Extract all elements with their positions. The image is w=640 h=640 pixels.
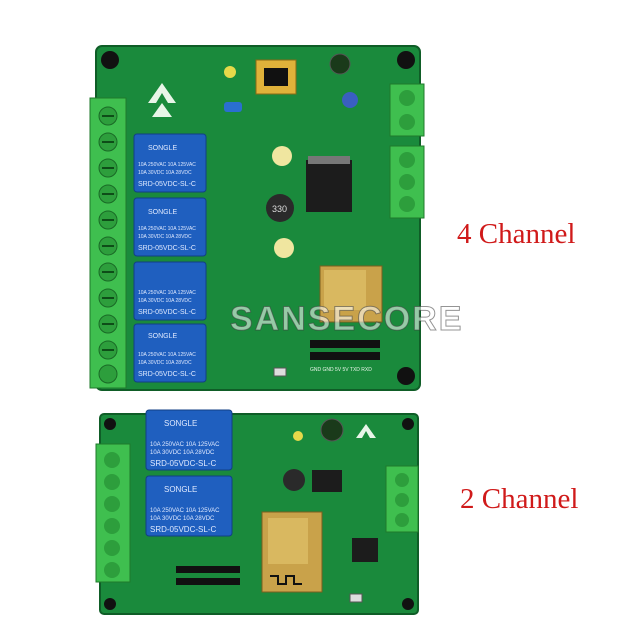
mount-hole bbox=[397, 51, 415, 69]
relay-2ch-2: SONGLE 10A 250VAC 10A 125VAC 10A 30VDC 1… bbox=[145, 475, 233, 537]
svg-text:10A 250VAC 10A 125VAC: 10A 250VAC 10A 125VAC bbox=[138, 352, 196, 358]
svg-text:SONGLE: SONGLE bbox=[164, 419, 197, 428]
caption-four-channel: 4 Channel bbox=[457, 218, 576, 250]
svg-text:SRD-05VDC-SL-C: SRD-05VDC-SL-C bbox=[138, 181, 196, 188]
relay-2ch-1: SONGLE 10A 250VAC 10A 125VAC 10A 30VDC 1… bbox=[145, 409, 233, 471]
svg-text:GND GND 5V 5V TXD RXD: GND GND 5V 5V TXD RXD bbox=[310, 367, 372, 373]
right-terminal-blocks bbox=[389, 83, 425, 219]
left-terminal-blocks-2ch bbox=[95, 443, 131, 583]
svg-text:10A 30VDC 10A 28VDC: 10A 30VDC 10A 28VDC bbox=[138, 170, 192, 176]
svg-text:10A 250VAC 10A 125VAC: 10A 250VAC 10A 125VAC bbox=[138, 290, 196, 296]
pcb-logo-icon bbox=[148, 83, 176, 117]
button-2ch bbox=[349, 593, 363, 603]
relay-4: SONGLE 10A 250VAC 10A 125VAC 10A 30VDC 1… bbox=[133, 323, 207, 383]
svg-text:SONGLE: SONGLE bbox=[148, 333, 178, 340]
capacitor-blue bbox=[342, 92, 358, 108]
relay-brand: SONGLE bbox=[148, 145, 178, 152]
regulator bbox=[306, 160, 352, 212]
inductor-2ch bbox=[283, 469, 305, 491]
relay-1: SONGLE 10A 250VAC 10A 125VAC 10A 30VDC 1… bbox=[133, 133, 207, 193]
svg-text:SRD-05VDC-SL-C: SRD-05VDC-SL-C bbox=[150, 525, 216, 534]
svg-text:10A 250VAC 10A 125VAC: 10A 250VAC 10A 125VAC bbox=[138, 162, 196, 168]
button bbox=[273, 367, 287, 377]
svg-text:10A 30VDC 10A 28VDC: 10A 30VDC 10A 28VDC bbox=[138, 298, 192, 304]
capacitor-2ch bbox=[320, 418, 344, 442]
pcb-logo-2ch-icon bbox=[356, 424, 376, 438]
four-channel-board-image: SONGLE 10A 250VAC 10A 125VAC 10A 30VDC 1… bbox=[89, 45, 425, 391]
svg-text:SONGLE: SONGLE bbox=[164, 485, 197, 494]
caption-two-channel: 2 Channel bbox=[460, 483, 579, 515]
inductor bbox=[266, 194, 294, 222]
watermark: SANSECORE bbox=[229, 300, 464, 339]
svg-text:10A 250VAC 10A 125VAC: 10A 250VAC 10A 125VAC bbox=[150, 442, 220, 448]
two-channel-board-image: SONGLE 10A 250VAC 10A 125VAC 10A 30VDC 1… bbox=[95, 409, 419, 615]
svg-text:10A 30VDC 10A 28VDC: 10A 30VDC 10A 28VDC bbox=[150, 450, 215, 456]
svg-text:10A 30VDC 10A 28VDC: 10A 30VDC 10A 28VDC bbox=[138, 360, 192, 366]
mount-hole bbox=[397, 367, 415, 385]
mount-hole bbox=[101, 51, 119, 69]
svg-text:SRD-05VDC-SL-C: SRD-05VDC-SL-C bbox=[150, 459, 216, 468]
capacitor bbox=[329, 53, 351, 75]
relay-3: 10A 250VAC 10A 125VAC 10A 30VDC 10A 28VD… bbox=[133, 261, 207, 321]
svg-text:10A 250VAC 10A 125VAC: 10A 250VAC 10A 125VAC bbox=[150, 508, 220, 514]
pin-header bbox=[310, 340, 380, 360]
left-terminal-blocks bbox=[89, 97, 127, 389]
svg-text:SONGLE: SONGLE bbox=[148, 209, 178, 216]
relay-2: SONGLE 10A 250VAC 10A 125VAC 10A 30VDC 1… bbox=[133, 197, 207, 257]
pin-header-2ch bbox=[176, 566, 240, 585]
svg-text:SRD-05VDC-SL-C: SRD-05VDC-SL-C bbox=[138, 371, 196, 378]
svg-text:SRD-05VDC-SL-C: SRD-05VDC-SL-C bbox=[138, 309, 196, 316]
right-terminal-blocks-2ch bbox=[385, 465, 419, 533]
svg-text:10A 30VDC 10A 28VDC: 10A 30VDC 10A 28VDC bbox=[150, 516, 215, 522]
svg-text:10A 30VDC 10A 28VDC: 10A 30VDC 10A 28VDC bbox=[138, 234, 192, 240]
svg-text:SRD-05VDC-SL-C: SRD-05VDC-SL-C bbox=[138, 245, 196, 252]
svg-text:10A 250VAC 10A 125VAC: 10A 250VAC 10A 125VAC bbox=[138, 226, 196, 232]
inductor-code: 330 bbox=[272, 204, 287, 214]
